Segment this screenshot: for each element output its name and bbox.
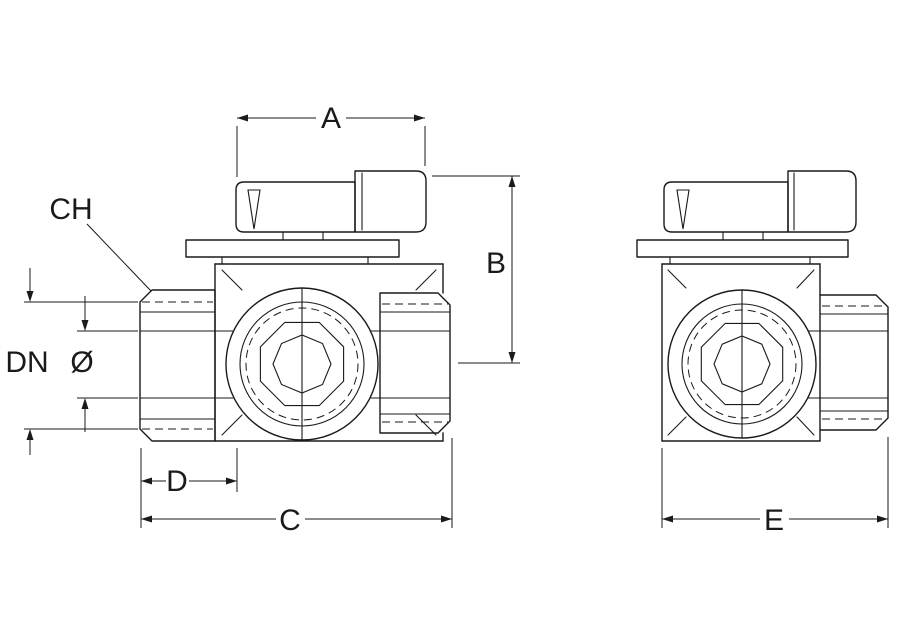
mounting-flange — [636, 231, 849, 265]
ball-bore-opening — [272, 334, 332, 394]
dim-a: A — [236, 102, 426, 177]
label-dim-c: C — [279, 504, 301, 537]
side-view — [636, 170, 889, 442]
leader-line — [86, 223, 152, 292]
dim-c: C — [140, 438, 453, 537]
label-dim-bore: Ø — [70, 346, 93, 379]
dim-b: B — [432, 175, 520, 364]
dimensions: A B CH DN Ø — [5, 102, 889, 537]
lever-pointer — [676, 189, 690, 230]
valve-body — [661, 263, 821, 442]
ball-socket-octagon — [700, 322, 784, 406]
dim-e: E — [661, 437, 889, 537]
right-port — [807, 294, 889, 431]
ball-bore-opening — [713, 335, 771, 393]
handle-lever — [663, 170, 857, 233]
lever-pointer — [247, 189, 261, 230]
right-port — [370, 292, 451, 434]
label-dim-b: B — [486, 247, 506, 280]
ball-socket-octagon — [259, 321, 345, 407]
front-port-face — [225, 287, 379, 441]
dim-dn: DN — [5, 268, 138, 455]
label-dim-e: E — [764, 504, 784, 537]
handle-lever — [235, 170, 427, 233]
dim-ch: CH — [49, 193, 152, 292]
label-dim-ch: CH — [49, 193, 92, 226]
front-port-face — [667, 289, 817, 439]
front-view — [139, 170, 451, 442]
dim-bore: Ø — [70, 296, 138, 432]
label-dim-a: A — [321, 102, 341, 135]
label-dim-d: D — [166, 465, 188, 498]
label-dim-dn: DN — [5, 346, 48, 379]
dim-d: D — [141, 448, 238, 498]
mounting-flange — [185, 231, 400, 265]
left-port — [139, 289, 234, 442]
